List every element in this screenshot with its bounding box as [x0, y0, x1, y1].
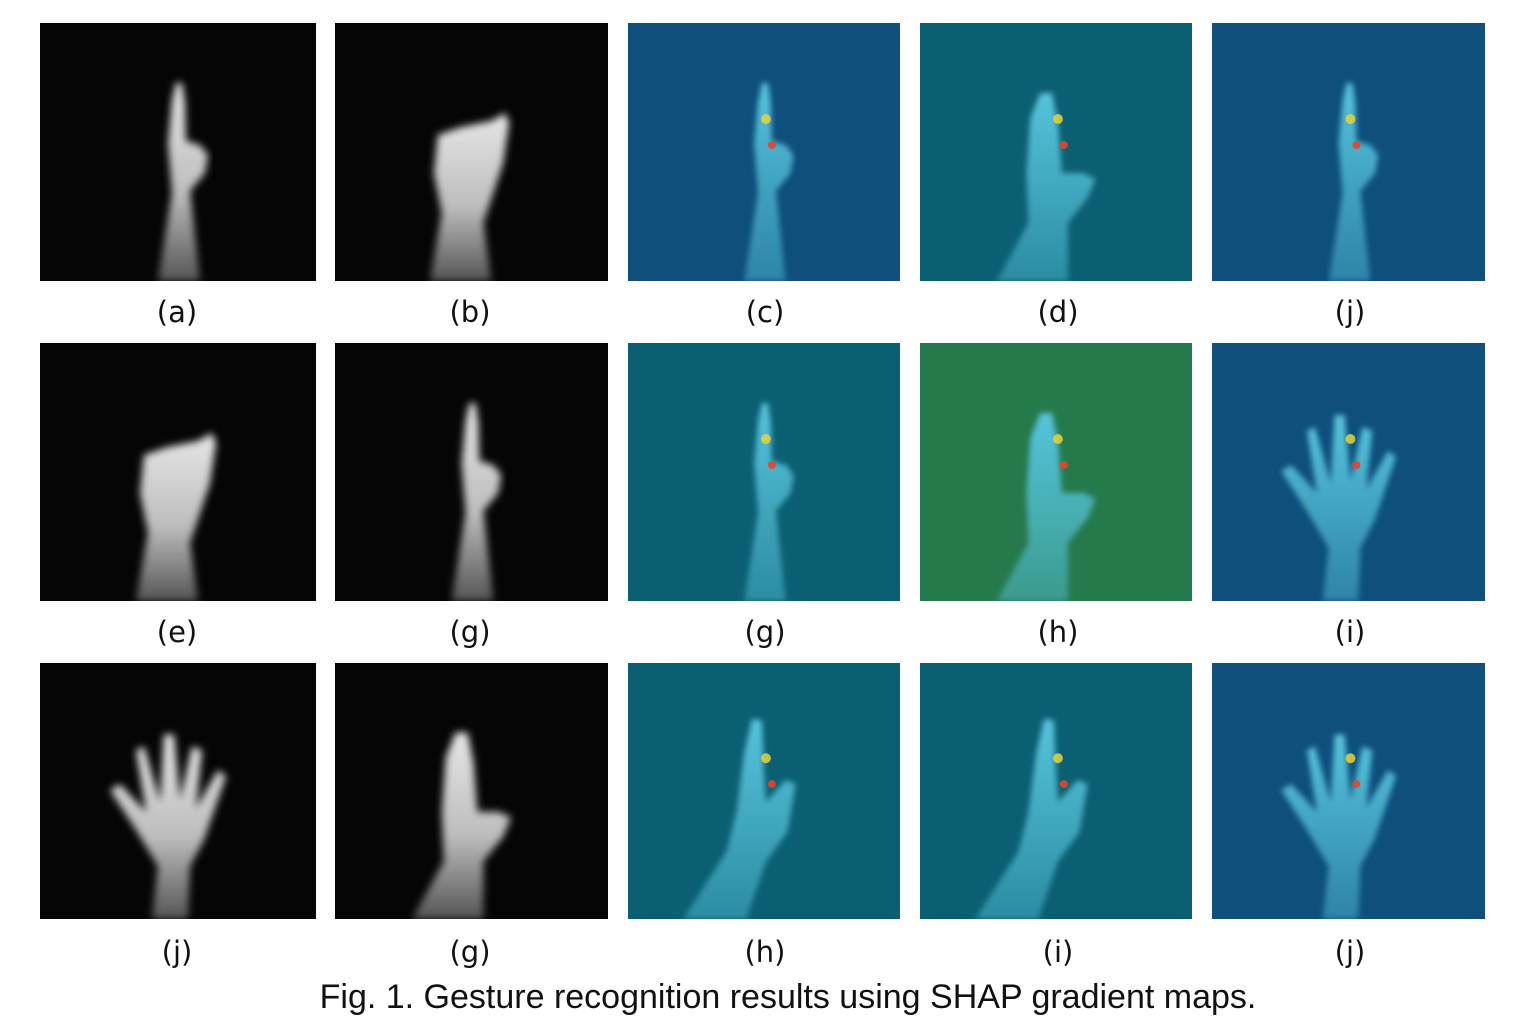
- figure-caption: Fig. 1. Gesture recognition results usin…: [319, 978, 1257, 1016]
- panel-label: (h): [1037, 615, 1079, 649]
- panel-a-thermal-image: [40, 23, 316, 281]
- panel-label: (a): [156, 295, 198, 329]
- panel-h-shap-map: [920, 343, 1192, 601]
- panel-j-thermal-image: [40, 663, 316, 919]
- panel-label: (b): [449, 295, 491, 329]
- panel-label: (g): [744, 615, 786, 649]
- panel-label: (h): [744, 935, 786, 969]
- panel-label: (d): [1037, 295, 1079, 329]
- panel-label: (i): [1042, 935, 1074, 969]
- panel-label: (e): [156, 615, 198, 649]
- panel-d-shap-map: [920, 23, 1192, 281]
- panel-i-shap-map: [920, 663, 1192, 919]
- panel-c-shap-map: [628, 23, 900, 281]
- panel-g-thermal-image: [335, 343, 608, 601]
- panel-b-thermal-image: [335, 23, 608, 281]
- panel-label: (g): [449, 935, 491, 969]
- panel-j-shap-map: [1212, 663, 1485, 919]
- panel-g-thermal-image: [335, 663, 608, 919]
- panel-label: (g): [449, 615, 491, 649]
- panel-h-shap-map: [628, 663, 900, 919]
- panel-label: (c): [745, 295, 785, 329]
- panel-i-shap-map: [1212, 343, 1485, 601]
- panel-e-thermal-image: [40, 343, 316, 601]
- panel-label: (j): [161, 935, 193, 969]
- panel-g-shap-map: [628, 343, 900, 601]
- panel-label: (j): [1334, 295, 1366, 329]
- panel-label: (j): [1334, 935, 1366, 969]
- panel-label: (i): [1334, 615, 1366, 649]
- panel-j-shap-map: [1212, 23, 1485, 281]
